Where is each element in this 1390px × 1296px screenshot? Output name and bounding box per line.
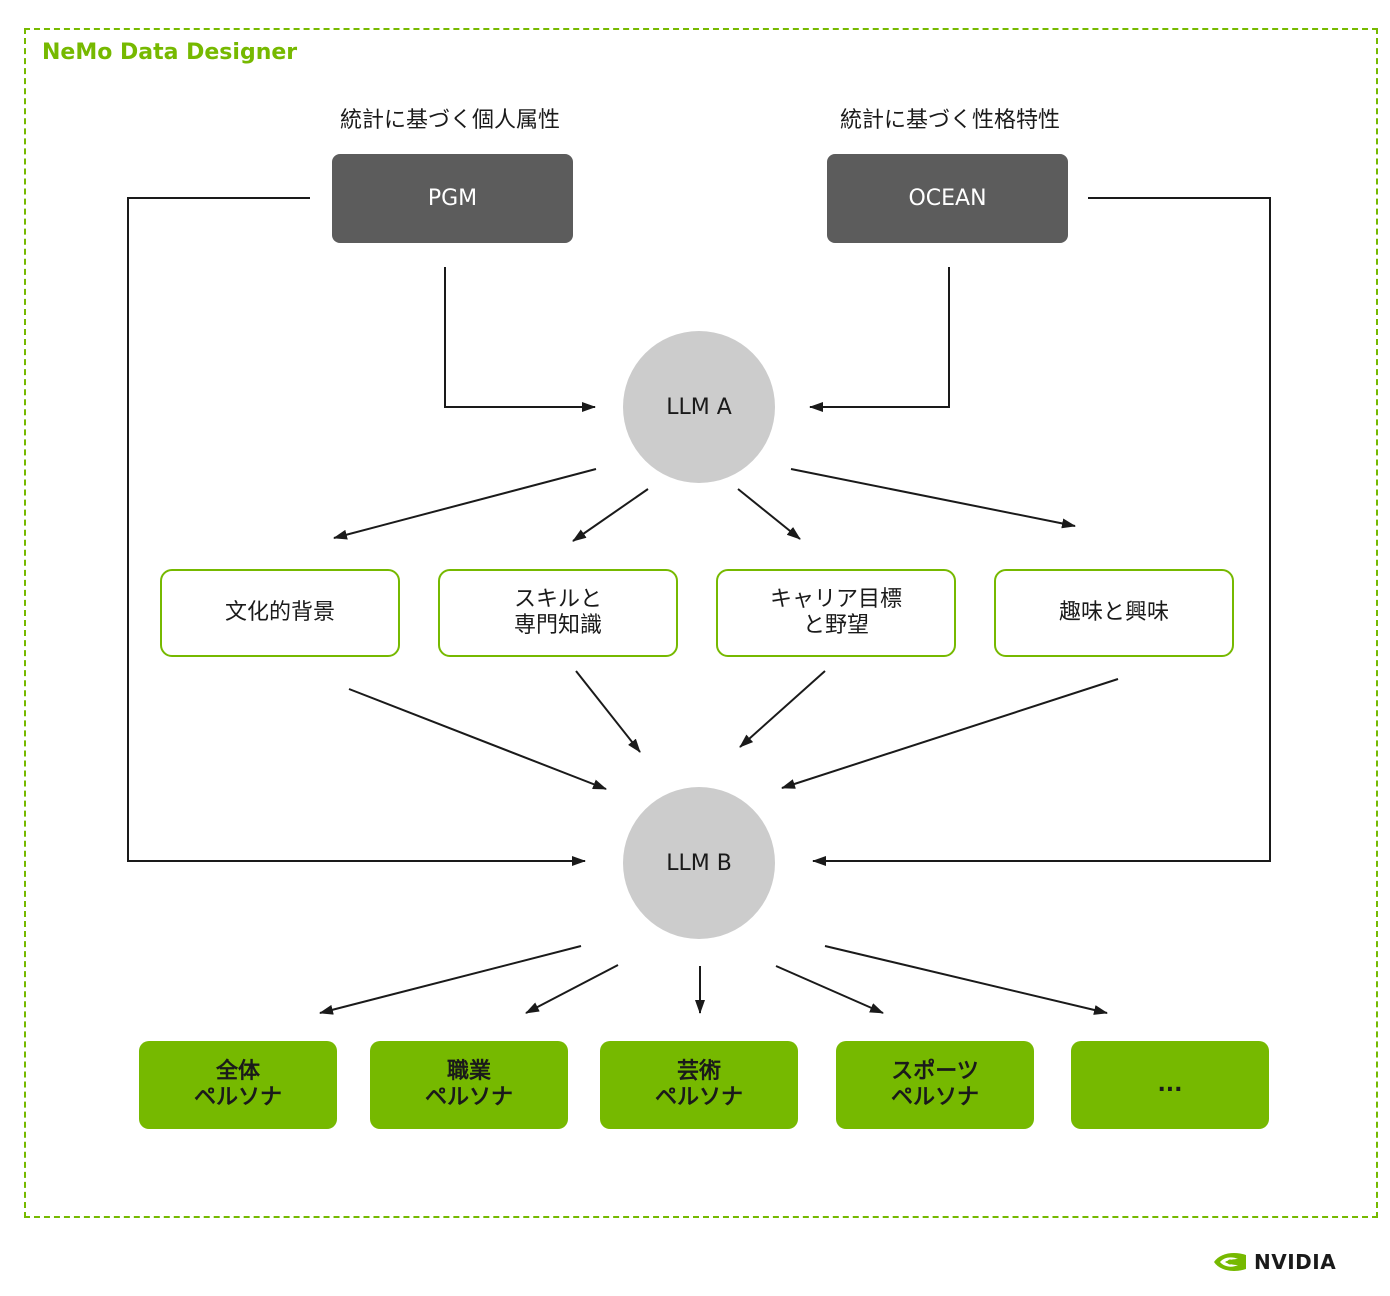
llm-a-node: LLM A bbox=[623, 331, 775, 483]
llm-a-label: LLM A bbox=[666, 394, 732, 420]
persona-box-general: 全体 ペルソナ bbox=[139, 1041, 337, 1129]
edge-llm-b-persona-5 bbox=[824, 945, 1108, 1015]
edge-ocean-llm-b bbox=[812, 197, 1271, 866]
edge-llm-a-attr-4 bbox=[790, 468, 1076, 529]
persona-box-sports: スポーツ ペルソナ bbox=[836, 1041, 1034, 1129]
edge-llm-b-persona-4 bbox=[775, 965, 884, 1014]
edge-pgm-llm-a bbox=[444, 267, 596, 412]
edge-pgm-llm-b bbox=[127, 197, 586, 866]
attribute-box-hobbies: 趣味と興味 bbox=[994, 569, 1234, 657]
persona-label: 職業 ペルソナ bbox=[424, 1059, 513, 1110]
ocean-caption: 統計に基づく性格特性 bbox=[839, 108, 1060, 133]
llm-b-label: LLM B bbox=[666, 850, 732, 876]
edge-llm-a-attr-2 bbox=[572, 488, 649, 542]
edge-attr-1-llm-b bbox=[348, 688, 607, 790]
edge-llm-b-persona-2 bbox=[525, 964, 619, 1014]
attribute-box-career: キャリア目標 と野望 bbox=[716, 569, 956, 657]
edge-ocean-llm-a bbox=[809, 267, 950, 412]
pgm-label: PGM bbox=[427, 186, 478, 211]
attribute-box-skills: スキルと 専門知識 bbox=[438, 569, 678, 657]
ocean-box: OCEAN bbox=[827, 154, 1068, 243]
edge-llm-b-persona-1 bbox=[319, 945, 582, 1015]
persona-label: 芸術 ペルソナ bbox=[654, 1059, 743, 1110]
designer-frame bbox=[24, 28, 1378, 1218]
persona-box-more: ... bbox=[1071, 1041, 1269, 1129]
nvidia-eye-icon bbox=[1214, 1253, 1246, 1271]
edge-llm-a-attr-3 bbox=[737, 488, 801, 540]
pgm-box: PGM bbox=[332, 154, 573, 243]
attribute-label: スキルと 専門知識 bbox=[513, 587, 602, 638]
persona-label: 全体 ペルソナ bbox=[193, 1059, 282, 1110]
pgm-caption: 統計に基づく個人属性 bbox=[339, 108, 560, 133]
persona-label: ... bbox=[1157, 1072, 1183, 1097]
persona-box-arts: 芸術 ペルソナ bbox=[600, 1041, 798, 1129]
edge-llm-a-attr-1 bbox=[333, 468, 597, 540]
edge-attr-3-llm-b bbox=[739, 670, 826, 748]
attribute-label: キャリア目標 と野望 bbox=[769, 587, 902, 638]
edge-attr-4-llm-b bbox=[781, 678, 1119, 789]
nvidia-logo: NVIDIA bbox=[1212, 1250, 1336, 1274]
llm-b-node: LLM B bbox=[623, 787, 775, 939]
persona-label: スポーツ ペルソナ bbox=[890, 1059, 979, 1110]
ocean-label: OCEAN bbox=[908, 186, 987, 211]
nvidia-wordmark: NVIDIA bbox=[1254, 1250, 1337, 1274]
attribute-label: 趣味と興味 bbox=[1058, 600, 1169, 625]
edge-attr-2-llm-b bbox=[575, 670, 641, 753]
attribute-label: 文化的背景 bbox=[224, 600, 335, 625]
persona-box-occupation: 職業 ペルソナ bbox=[370, 1041, 568, 1129]
attribute-box-culture: 文化的背景 bbox=[160, 569, 400, 657]
frame-title: NeMo Data Designer bbox=[42, 40, 298, 65]
